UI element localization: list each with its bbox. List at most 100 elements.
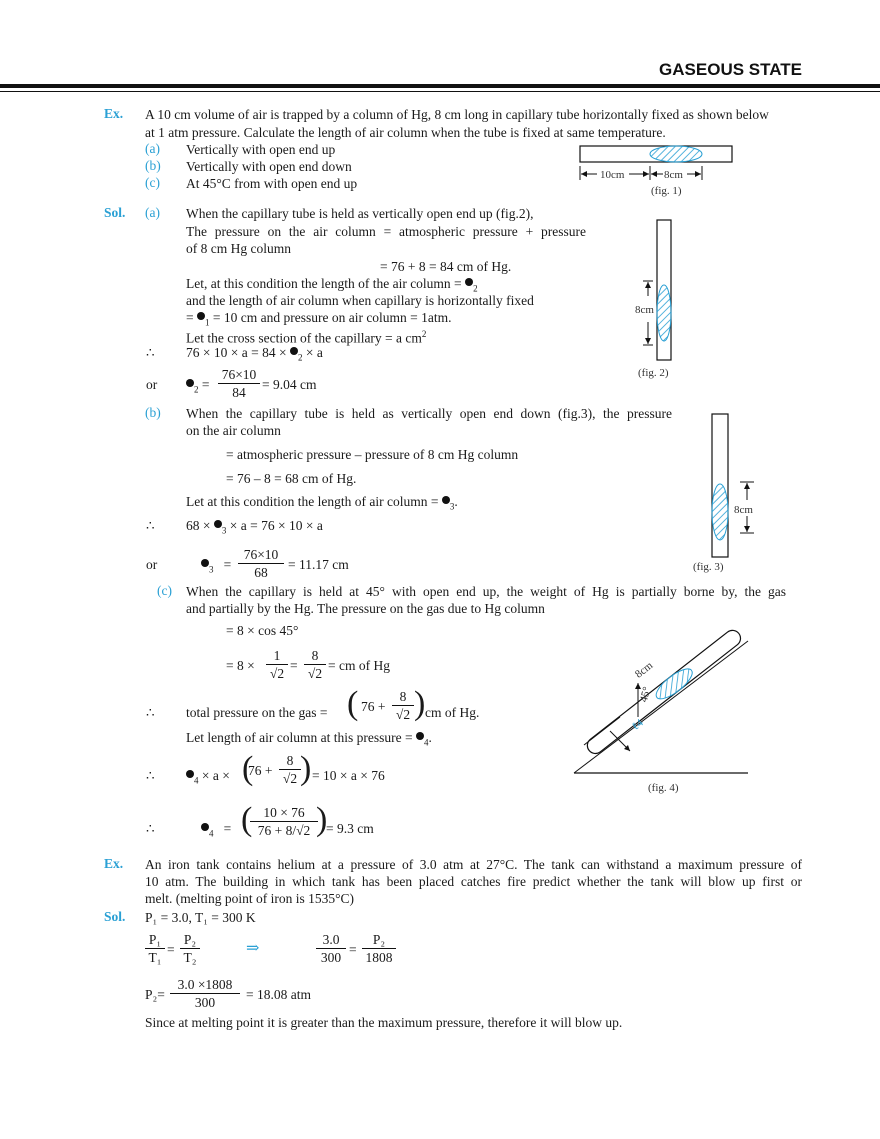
therefore-symbol: ∴ (146, 821, 155, 836)
fraction-bar (170, 993, 240, 994)
figure-1: 10cm 8cm (fig. 1) (579, 145, 733, 197)
ex2-l3: melt. (melting point of iron is 1535°C) (145, 891, 355, 906)
paren-left: ( (347, 685, 359, 722)
sol-b-eq1a: 68 × (186, 518, 211, 533)
ell4-lhs: 4 = (201, 820, 231, 843)
fraction-numerator: 76×10 (243, 547, 279, 562)
fraction-denominator: 300 (320, 950, 342, 965)
ex1-line2: at 1 atm pressure. Calculate the length … (145, 125, 666, 140)
sol-a-l4: = 76 + 8 = 84 cm of Hg. (380, 259, 512, 274)
fraction-8-over-root2: 8 √2 (304, 647, 326, 682)
fraction-denominator: 68 (254, 565, 268, 580)
paren-right: ) (300, 750, 312, 787)
sol-b-l2: on the air column (186, 423, 281, 438)
sol-a-l8-line: Let the cross section of the capillary =… (186, 329, 427, 346)
fraction-1-over-root2: 1 √2 (266, 647, 288, 682)
ex1-line1: A 10 cm volume of air is trapped by a co… (145, 107, 769, 122)
fraction-denominator: 84 (232, 385, 246, 400)
ell3-result: = 11.17 cm (288, 557, 349, 572)
fraction-numerator: 3.0 ×1808 (177, 977, 233, 992)
option-a-mark: (a) (145, 141, 160, 156)
equals-sign: = (349, 942, 357, 957)
fraction-ell3: 76×10 68 (238, 546, 284, 581)
fig2-label: 8cm (635, 304, 654, 316)
ell-symbol (465, 278, 474, 286)
ell-symbol (186, 770, 194, 778)
fraction-bar (316, 948, 346, 949)
sol-c-let-line: Let length of air column at this pressur… (186, 730, 432, 748)
ell-symbol (415, 732, 424, 740)
figure-2: 8cm (fig. 2) (635, 219, 672, 379)
sol-c-mark: (c) (157, 583, 172, 598)
fraction-bar (362, 948, 396, 949)
sol-a-eq1: 76 × 10 × a = 84 × 2 × a (186, 345, 323, 363)
fig3-caption: (fig. 3) (693, 561, 724, 573)
paren-left: ( (241, 801, 253, 838)
fraction-bar (145, 948, 165, 949)
fraction-denominator: T₁ (148, 950, 162, 965)
fraction-numerator: P₂ (183, 932, 197, 947)
sol-b-l1: When the capillary tube is held as verti… (186, 406, 672, 421)
fraction-final: 10 × 76 76 + 8/√2 (250, 804, 318, 839)
or-label: or (146, 377, 158, 392)
paren-right: ) (316, 801, 328, 838)
ell-symbol (441, 496, 450, 504)
sol-b-mark: (b) (145, 405, 161, 420)
fraction-denominator: 1808 (365, 950, 393, 965)
sol2-given: P₁ = 3.0, T₁ = 300 K (145, 910, 256, 925)
option-c-mark: (c) (145, 175, 160, 190)
sol-a-l7: = 10 cm and pressure on air column = 1at… (212, 310, 452, 325)
sol-a-eq1a: 76 × 10 × a = 84 × (186, 345, 287, 360)
therefore-symbol: ∴ (146, 705, 155, 720)
fraction-bar (304, 664, 326, 665)
fraction-bar (180, 948, 200, 949)
sol-c-l4a: = 8 × (226, 658, 255, 673)
fig4-angle: 45° (638, 686, 654, 704)
fraction-denominator: √2 (307, 666, 323, 681)
sol-c-total-b: cm of Hg. (425, 705, 480, 720)
option-c-text: At 45°C from with open end up (186, 176, 358, 191)
sol-a-l8: Let the cross section of the capillary =… (186, 330, 422, 346)
ell3-lhs: 3 = (201, 556, 231, 579)
example-label: Ex. (104, 856, 124, 871)
sol-c-l1: When the capillary is held at 45° with o… (186, 584, 786, 599)
fraction-bar (218, 383, 260, 384)
fraction-denominator: √2 (282, 771, 298, 786)
paren-left: ( (242, 750, 254, 787)
ell-symbol (201, 559, 209, 567)
therefore-symbol: ∴ (146, 345, 155, 360)
sol-c-eq-b: = 10 × a × 76 (312, 768, 385, 783)
fig1-right-label: 8cm (664, 169, 683, 181)
sol-a-l5: Let, at this condition the length of the… (186, 276, 462, 291)
sol-c-l4b: = cm of Hg (328, 658, 390, 673)
therefore-symbol: ∴ (146, 518, 155, 533)
paren-right: ) (414, 685, 426, 722)
page-title: GASEOUS STATE (659, 60, 802, 79)
solution-label: Sol. (104, 909, 126, 924)
header-rule-thin (0, 91, 880, 92)
sol-a-mark: (a) (145, 205, 160, 220)
sol-a-l2: The pressure on the air column = atmosph… (186, 224, 586, 239)
sol-b-l4: = 76 – 8 = 68 cm of Hg. (226, 471, 357, 486)
fraction-numerator: 8 (399, 689, 407, 704)
fraction-p2-1808: P₂ 1808 (362, 931, 396, 966)
sol-a-l7-line: = 1 = 10 cm and pressure on air column =… (186, 310, 452, 328)
fraction-denominator: √2 (269, 666, 285, 681)
fig4-caption: (fig. 4) (648, 782, 679, 794)
fraction-numerator: 1 (273, 648, 281, 663)
sol2-p2: P₂= (145, 987, 165, 1002)
fraction-numerator: 8 (286, 753, 294, 768)
fraction-numerator: 10 × 76 (263, 805, 305, 820)
example-label: Ex. (104, 106, 124, 121)
ex2-l1: An iron tank contains helium at a pressu… (145, 857, 802, 872)
sol-c-eq-lhs: 4 × a × (186, 767, 230, 790)
sol-c-l3: = 8 × cos 45° (226, 623, 299, 638)
ell-symbol (213, 520, 222, 528)
sol-b-l5-line: Let at this condition the length of air … (186, 494, 458, 512)
ell-symbol (201, 823, 209, 831)
sol-b-l5: Let at this condition the length of air … (186, 494, 439, 509)
sol-b-eq1b: × a = 76 × 10 × a (229, 518, 323, 533)
sol-a-l5-line: Let, at this condition the length of the… (186, 276, 478, 294)
fraction-numerator: P₁ (148, 932, 162, 947)
option-b-text: Vertically with open end down (186, 159, 352, 174)
